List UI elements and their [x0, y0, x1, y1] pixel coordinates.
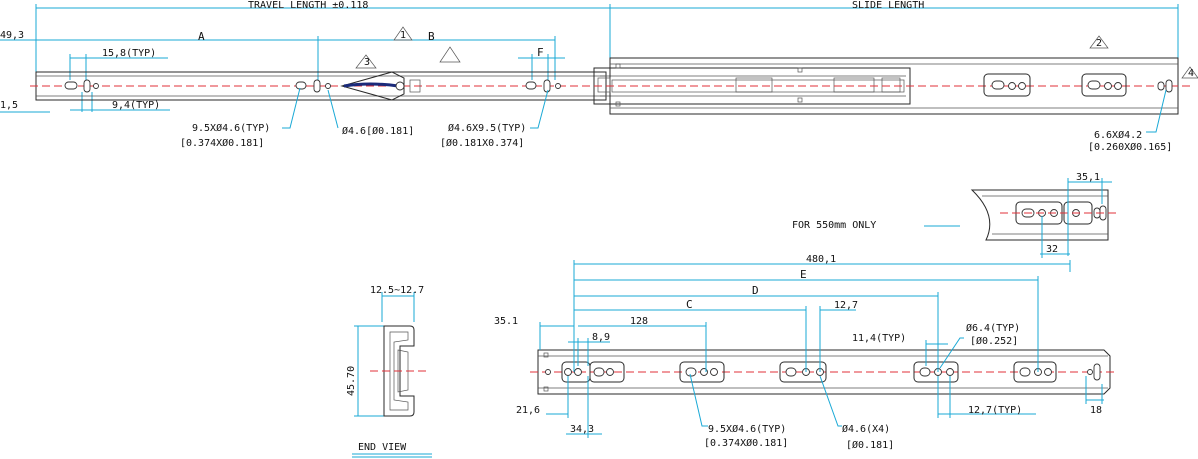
revision-triangle-2 — [1089, 35, 1109, 49]
dim-18: 18 — [1090, 405, 1102, 416]
note-hole6-1: Ø6.4(TYP) — [966, 322, 1020, 334]
end-view-width: 12.5~12.7 — [370, 285, 424, 296]
note-hole4-2: [Ø0.181] — [846, 439, 894, 451]
dim-e: E — [800, 268, 807, 281]
dim-21-6: 21,6 — [516, 405, 540, 416]
detail-note: FOR 550mm ONLY — [792, 220, 876, 231]
note-slot-b-2: [Ø0.181X0.374] — [440, 137, 524, 149]
dim-a: A — [198, 30, 205, 43]
end-view-height: 45.70 — [346, 366, 357, 396]
dim-15-8: 15,8(TYP) — [102, 48, 156, 59]
note-hole4-1: Ø4.6(X4) — [842, 423, 890, 435]
revision-triangle-4 — [1181, 66, 1198, 79]
dim-8-9: 8,9 — [592, 332, 610, 343]
dim-1-5: 1,5 — [0, 100, 18, 111]
note-slot-bottom-1: 9.5XØ4.6(TYP) — [708, 423, 786, 435]
dim-9-4: 9,4(TYP) — [112, 100, 160, 111]
dim-480-1: 480,1 — [806, 254, 836, 265]
top-view: TRAVEL LENGTH ±0.118 SLIDE LENGTH A B 49… — [0, 0, 1198, 153]
dim-12-7-typ: 12,7(TYP) — [968, 405, 1022, 416]
dim-12-7: 12,7 — [834, 300, 858, 311]
revision-triangle-3 — [355, 54, 377, 69]
revision-triangle-1 — [393, 26, 413, 41]
note-hole6-2: [Ø0.252] — [970, 335, 1018, 347]
detail-dim-32: 32 — [1046, 244, 1058, 255]
note-slot-b-1: Ø4.6X9.5(TYP) — [448, 122, 526, 134]
end-view: 12.5~12.7 45.70 END VIEW — [346, 285, 432, 458]
dim-f: F — [537, 46, 544, 59]
tri-2-label: 2 — [1096, 38, 1102, 49]
dim-34-3: 34,3 — [570, 424, 594, 435]
tri-1-label: 1 — [400, 30, 406, 41]
tri-4-label: 4 — [1188, 68, 1194, 79]
note-slot-c-1: 6.6XØ4.2 — [1094, 129, 1142, 141]
dim-b: B — [428, 30, 435, 43]
note-hole-4-6: Ø4.6[Ø0.181] — [342, 125, 414, 137]
travel-length-label: TRAVEL LENGTH ±0.118 — [248, 0, 368, 11]
dim-11-4: 11,4(TYP) — [852, 333, 906, 344]
note-slot-a-2: [0.374XØ0.181] — [180, 137, 264, 149]
dim-128: 128 — [630, 316, 648, 327]
end-view-title: END VIEW — [358, 442, 407, 453]
tri-3-label: 3 — [364, 57, 370, 68]
dim-d: D — [752, 284, 759, 297]
dim-35-1-bottom: 35.1 — [494, 316, 518, 327]
slide-length-label: SLIDE LENGTH — [852, 0, 924, 11]
detail-dim-35-1: 35,1 — [1076, 172, 1100, 183]
note-slot-c-2: [0.260XØ0.165] — [1088, 141, 1172, 153]
detail-550: 35,1 32 FOR 550mm ONLY — [792, 172, 1120, 258]
dim-49-3: 49,3 — [0, 30, 24, 41]
dim-c: C — [686, 298, 693, 311]
bottom-view: 480,1 E D C 12,7 128 35.1 8,9 11,4(TYP) … — [494, 254, 1118, 451]
note-slot-a-1: 9.5XØ4.6(TYP) — [192, 122, 270, 134]
note-slot-bottom-2: [0.374XØ0.181] — [704, 437, 788, 449]
revision-triangle-b — [439, 46, 461, 63]
